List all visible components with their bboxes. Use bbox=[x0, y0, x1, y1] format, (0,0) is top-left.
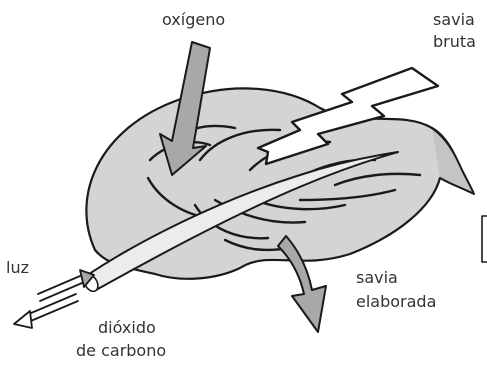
label-co2-line2: de carbono bbox=[76, 341, 166, 361]
label-elaborated-sap-line2: elaborada bbox=[356, 292, 436, 312]
label-raw-sap-line2: bruta bbox=[433, 32, 476, 52]
label-elaborated-sap-line1: savia bbox=[356, 268, 398, 288]
light-arrow bbox=[38, 270, 94, 301]
label-co2-line1: dióxido bbox=[98, 318, 156, 338]
label-oxygen: oxígeno bbox=[162, 10, 225, 30]
label-raw-sap-line1: savia bbox=[433, 10, 475, 30]
edge-bracket bbox=[482, 216, 487, 262]
label-light: luz bbox=[6, 258, 29, 278]
